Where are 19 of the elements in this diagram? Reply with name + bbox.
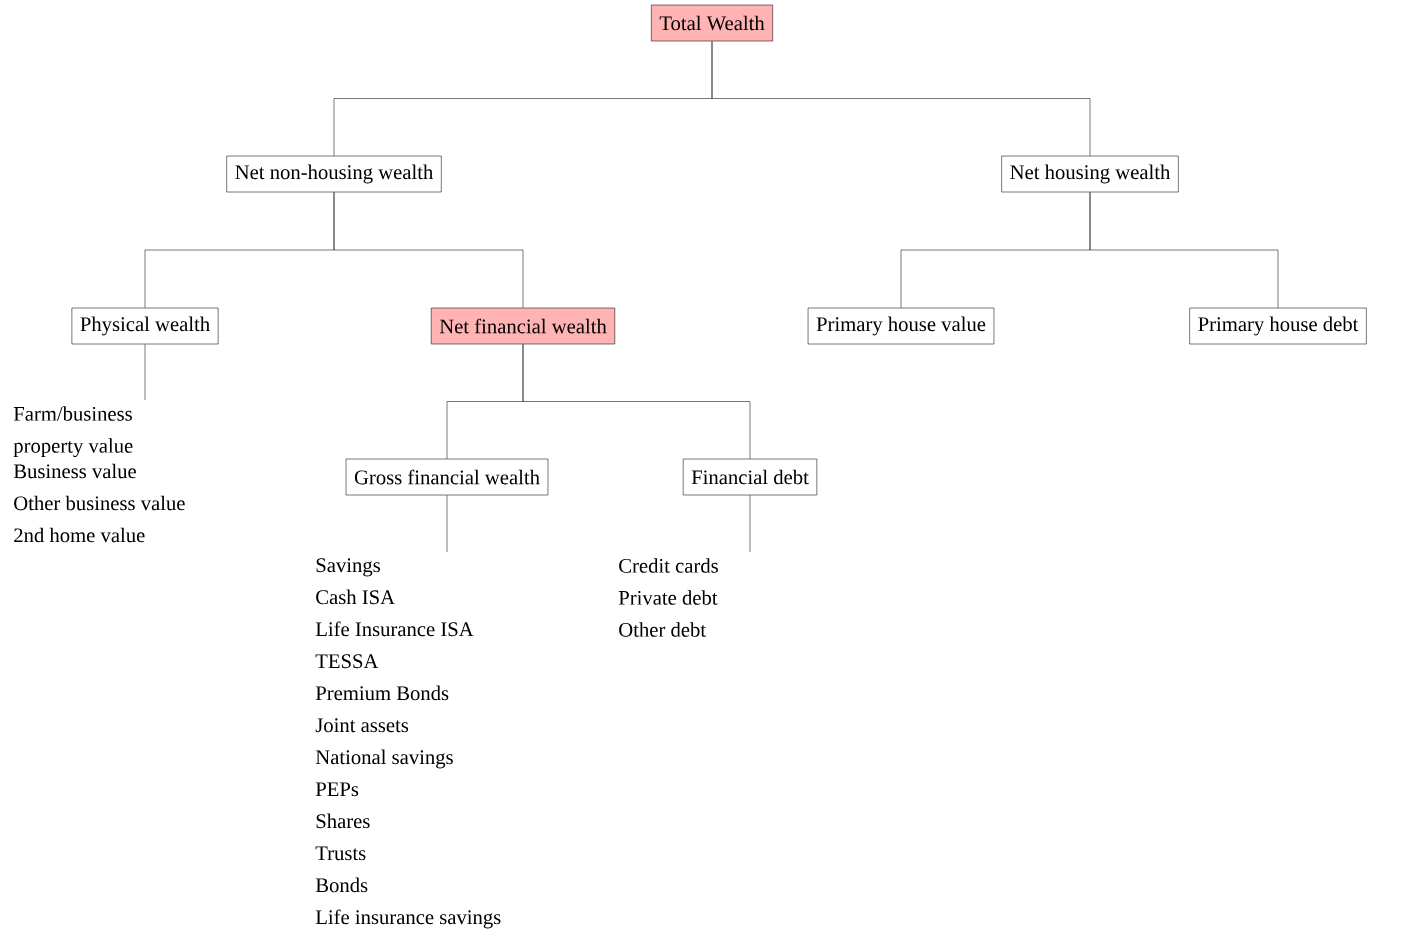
connector — [711, 41, 1091, 156]
item-list: Farm/business property value Business value Other business value 2nd home value — [13, 406, 185, 543]
tree-box: Total Wealth — [651, 4, 773, 42]
connector — [749, 495, 751, 553]
connector — [1089, 192, 1279, 308]
tree-box: Net non-housing wealth — [226, 155, 442, 193]
tree-box: Physical wealth — [71, 307, 219, 345]
connector — [333, 192, 524, 308]
connector — [144, 344, 146, 401]
connector — [522, 344, 751, 459]
tree-box: Primary house value — [807, 307, 995, 345]
item-list: Savings Cash ISA Life Insurance ISA TESSA Premium Bonds Joint assets National savings PEPs Shares Trusts Bonds Life insurance savings — [315, 558, 501, 929]
tree-box: Net financial wealth — [430, 307, 616, 345]
tree-box: Primary house debt — [1189, 307, 1367, 345]
item-list: Credit cards Private debt Other debt — [618, 558, 718, 637]
tree-box: Gross financial wealth — [345, 458, 549, 496]
tree-box: Financial debt — [682, 458, 818, 496]
tree-box: Net housing wealth — [1001, 155, 1179, 193]
connector — [446, 495, 448, 553]
